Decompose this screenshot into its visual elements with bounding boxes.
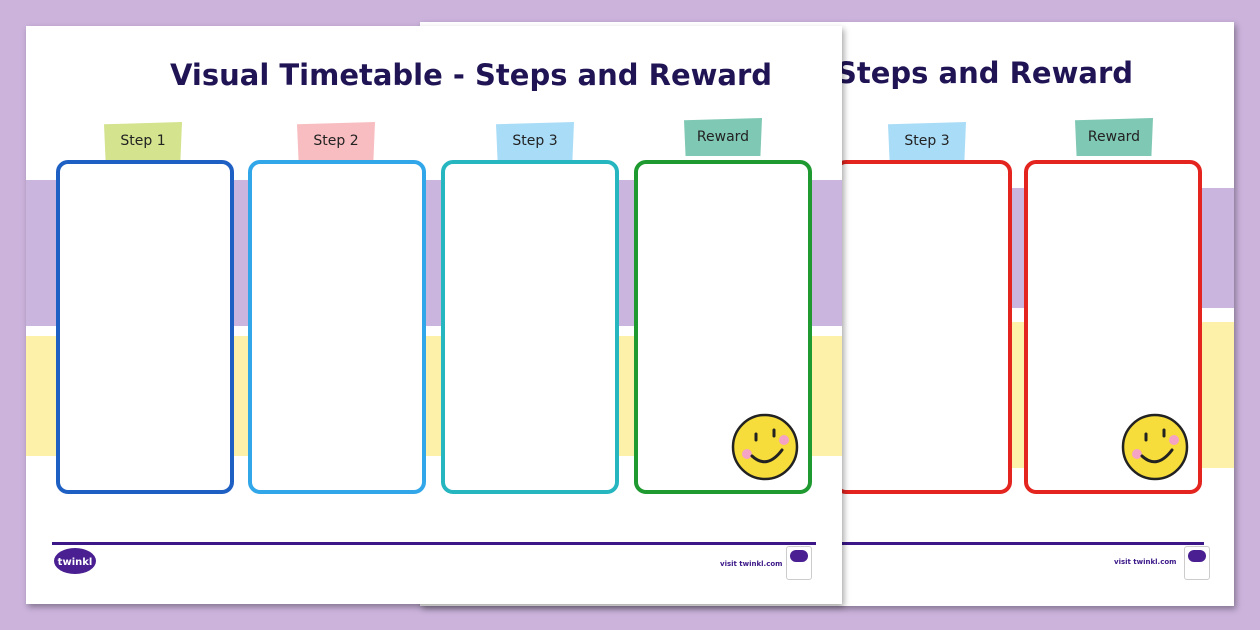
smiley-face-icon <box>1121 413 1189 481</box>
footer-divider <box>52 542 816 545</box>
tab-step-3: Step 3 <box>888 122 966 160</box>
quality-badge-icon <box>1184 546 1210 580</box>
step-3-card[interactable] <box>441 160 619 494</box>
back-title: Steps and Reward <box>836 56 1134 90</box>
page-title: Visual Timetable - Steps and Reward <box>170 58 773 92</box>
reward-card[interactable] <box>1024 160 1202 494</box>
tab-reward: Reward <box>1075 118 1153 156</box>
smiley-face-icon <box>731 413 799 481</box>
step-1-card[interactable] <box>56 160 234 494</box>
tab-step-3: Step 3 <box>496 122 574 160</box>
tab-reward: Reward <box>684 118 762 156</box>
step-3-card[interactable] <box>834 160 1012 494</box>
step-2-card[interactable] <box>248 160 426 494</box>
tab-step-1: Step 1 <box>104 122 182 160</box>
footer-divider <box>840 542 1204 545</box>
footer-url: visit twinkl.com <box>1114 558 1177 566</box>
reward-card[interactable] <box>634 160 812 494</box>
tab-step-2: Step 2 <box>297 122 375 160</box>
twinkl-logo-icon: twinkl <box>54 548 96 574</box>
svg-text:twinkl: twinkl <box>58 557 93 568</box>
quality-badge-icon <box>786 546 812 580</box>
front-worksheet-preview: Visual Timetable - Steps and Reward Step… <box>26 26 842 604</box>
footer-url: visit twinkl.com <box>720 560 783 568</box>
